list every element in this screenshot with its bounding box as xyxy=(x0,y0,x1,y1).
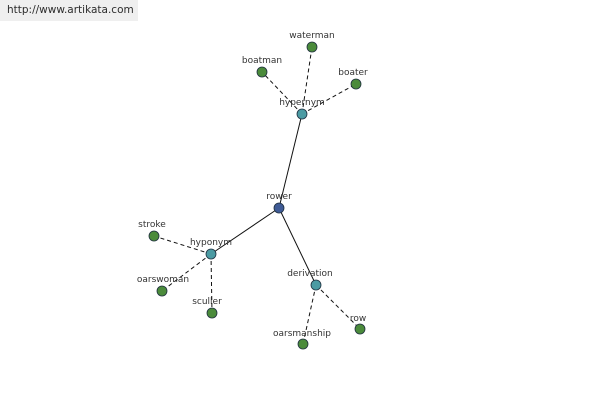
edge-hyponym-sculler xyxy=(210,253,213,314)
node-circle-oarsmanship[interactable] xyxy=(297,338,309,350)
node-circle-boatman[interactable] xyxy=(256,66,268,78)
node-circle-oarswoman[interactable] xyxy=(156,285,168,297)
node-boatman[interactable]: boatman xyxy=(242,56,282,78)
edge-rower-hypernym xyxy=(278,113,303,209)
node-stroke[interactable]: stroke xyxy=(138,220,166,242)
edge-hypernym-waterman xyxy=(301,46,313,115)
node-label-hyponym[interactable]: hyponym xyxy=(190,238,232,248)
node-row[interactable]: row xyxy=(350,314,366,335)
node-circle-boater[interactable] xyxy=(350,78,362,90)
edge-rower-derivation xyxy=(278,207,317,286)
node-circle-row[interactable] xyxy=(354,323,366,335)
node-hyponym[interactable]: hyponym xyxy=(190,238,232,260)
node-label-sculler[interactable]: sculler xyxy=(192,297,222,307)
node-circle-derivation[interactable] xyxy=(310,279,322,291)
node-circle-sculler[interactable] xyxy=(206,307,218,319)
node-circle-hypernym[interactable] xyxy=(296,108,308,120)
edge-derivation-oarsmanship xyxy=(302,284,317,345)
node-circle-waterman[interactable] xyxy=(306,41,318,53)
node-label-row[interactable]: row xyxy=(350,314,366,324)
node-label-hypernym[interactable]: hypernym xyxy=(279,98,325,108)
nodes-layer: rower hypernym hyponym derivation waterman bo… xyxy=(137,31,368,350)
edge-hypernym-boatman xyxy=(261,71,303,115)
node-label-oarsmanship[interactable]: oarsmanship xyxy=(273,329,331,339)
node-label-boater[interactable]: boater xyxy=(338,68,368,78)
edge-hyponym-stroke xyxy=(153,235,212,255)
node-hypernym[interactable]: hypernym xyxy=(279,98,325,120)
node-oarswoman[interactable]: oarswoman xyxy=(137,275,189,297)
node-label-derivation[interactable]: derivation xyxy=(287,269,333,279)
node-circle-hyponym[interactable] xyxy=(205,248,217,260)
node-oarsmanship[interactable]: oarsmanship xyxy=(273,329,331,350)
edge-derivation-row xyxy=(315,284,361,330)
node-waterman[interactable]: waterman xyxy=(289,31,335,53)
node-rower[interactable]: rower xyxy=(266,192,292,214)
node-label-boatman[interactable]: boatman xyxy=(242,56,282,66)
source-url-banner[interactable]: http://www.artikata.com xyxy=(0,0,138,21)
node-circle-stroke[interactable] xyxy=(148,230,160,242)
edges-layer xyxy=(153,46,361,345)
edge-rower-hyponym xyxy=(210,207,280,255)
node-label-oarswoman[interactable]: oarswoman xyxy=(137,275,189,285)
edge-hypernym-boater xyxy=(301,83,357,115)
node-label-rower[interactable]: rower xyxy=(266,192,292,202)
node-circle-rower[interactable] xyxy=(273,202,285,214)
node-sculler[interactable]: sculler xyxy=(192,297,222,319)
node-derivation[interactable]: derivation xyxy=(287,269,333,291)
node-boater[interactable]: boater xyxy=(338,68,368,90)
node-label-stroke[interactable]: stroke xyxy=(138,220,166,230)
edge-hyponym-oarswoman xyxy=(161,253,212,292)
node-label-waterman[interactable]: waterman xyxy=(289,31,334,41)
